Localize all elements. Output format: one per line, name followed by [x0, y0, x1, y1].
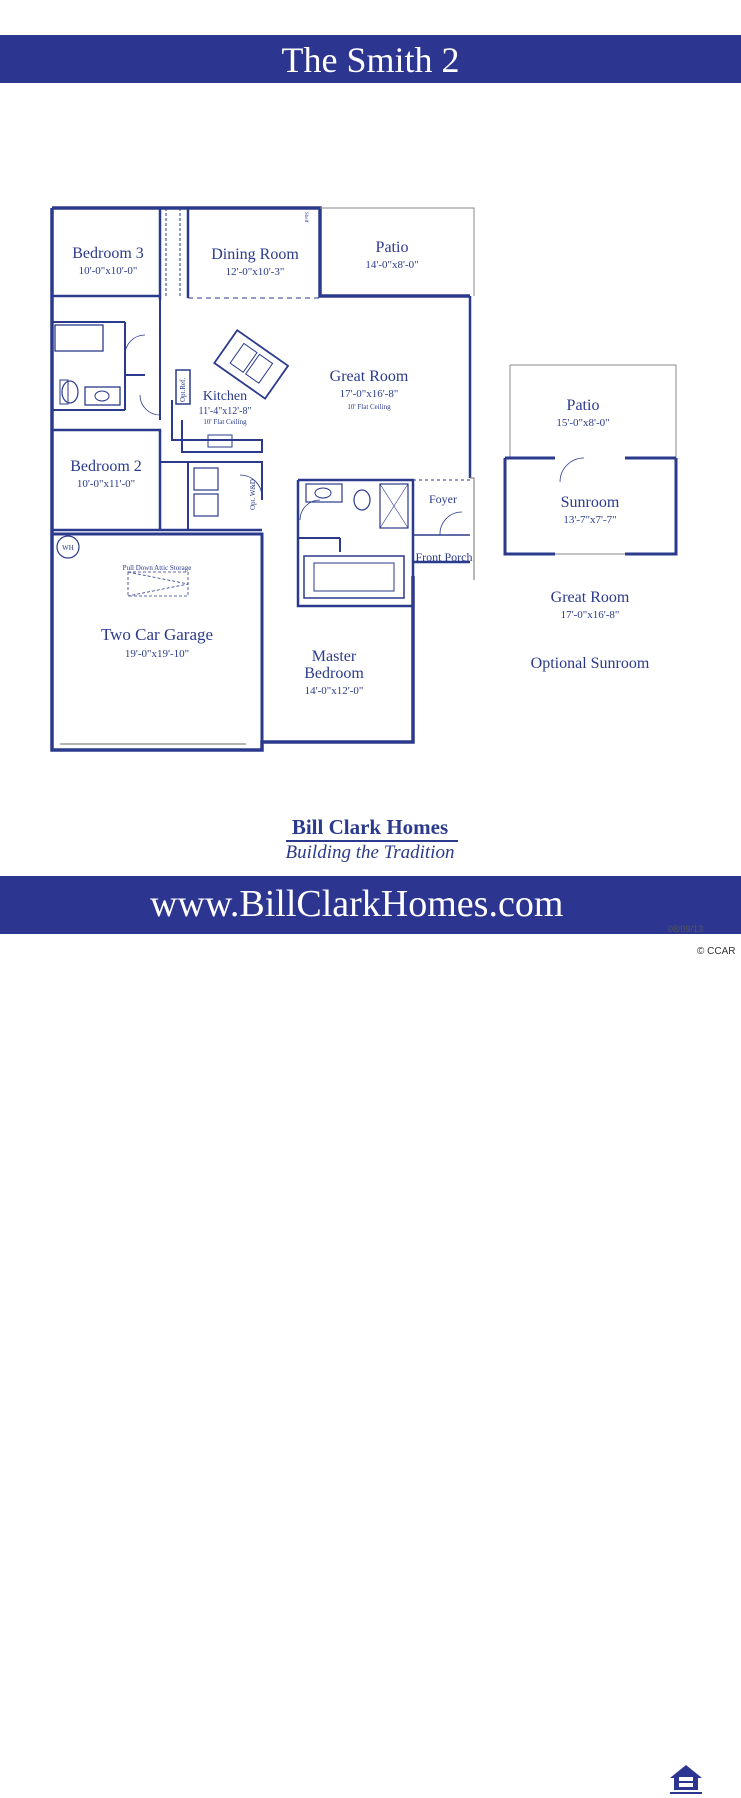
bedroom3-label: Bedroom 3: [72, 245, 144, 262]
patio-dims: 14'-0"x8'-0": [365, 259, 418, 271]
sunroom-label: Sunroom: [561, 494, 620, 511]
equal-housing-icon: [664, 1760, 708, 1798]
optional-patio-label: Patio: [567, 397, 600, 414]
footer-banner: www.BillClarkHomes.com: [0, 876, 741, 1798]
foyer-label: Foyer: [429, 492, 457, 506]
dining-room-dims: 12'-0"x10'-3": [226, 266, 285, 278]
opt-ref-label: Opt.Ref.: [179, 378, 187, 402]
patio-label: Patio: [376, 239, 409, 256]
kitchen-dims: 11'-4"x12'-8": [198, 406, 251, 417]
opt-wd-label: Opt. W&D: [249, 479, 257, 510]
garage-label: Two Car Garage: [101, 625, 213, 644]
plan-date: 08/09/13: [668, 924, 704, 934]
great-room-dims: 17'-0"x16'-8": [340, 388, 399, 400]
optional-great-room-dims: 17'-0"x16'-8": [561, 609, 620, 621]
dining-room-label: Dining Room: [211, 246, 299, 263]
brand-name: Bill Clark Homes: [291, 815, 449, 839]
master-label-line1: Master: [312, 648, 357, 665]
sunroom-dims: 13'-7"x7'-7": [563, 514, 616, 526]
plan-title: The Smith 2: [281, 40, 460, 80]
optional-great-room-label: Great Room: [551, 589, 630, 606]
bedroom3-dims: 10'-0"x10'-0": [79, 265, 138, 277]
attic-storage-label: Pull Down Attic Storage: [123, 564, 192, 572]
master-label-line2: Bedroom: [304, 665, 364, 682]
kitchen-ceiling-note: 10' Flat Ceiling: [203, 418, 247, 426]
bedroom2-label: Bedroom 2: [70, 458, 142, 475]
website-url: www.BillClarkHomes.com: [150, 883, 564, 925]
master-dims: 14'-0"x12'-0": [305, 685, 364, 697]
brand-divider: [286, 840, 458, 842]
great-room-ceiling-note: 10' Flat Ceiling: [347, 403, 391, 411]
brand-tagline: Building the Tradition: [285, 842, 455, 863]
header-banner: The Smith 2: [0, 35, 741, 83]
ccar-credit: © CCAR: [697, 946, 736, 957]
water-heater-label: WH: [62, 544, 74, 552]
garage-dims: 19'-0"x19'-10": [125, 648, 189, 660]
front-porch-label: Front Porch: [416, 550, 473, 564]
great-room-label: Great Room: [330, 368, 409, 385]
floor-plan: Bedroom 3 10'-0"x10'-0" Dining Room 12'-…: [50, 206, 678, 752]
shelf-label: Shelf: [303, 212, 308, 223]
optional-sunroom-caption: Optional Sunroom: [531, 655, 650, 672]
optional-patio-dims: 15'-0"x8'-0": [556, 417, 609, 429]
kitchen-label: Kitchen: [203, 389, 247, 404]
bedroom2-dims: 10'-0"x11'-0": [77, 478, 135, 490]
